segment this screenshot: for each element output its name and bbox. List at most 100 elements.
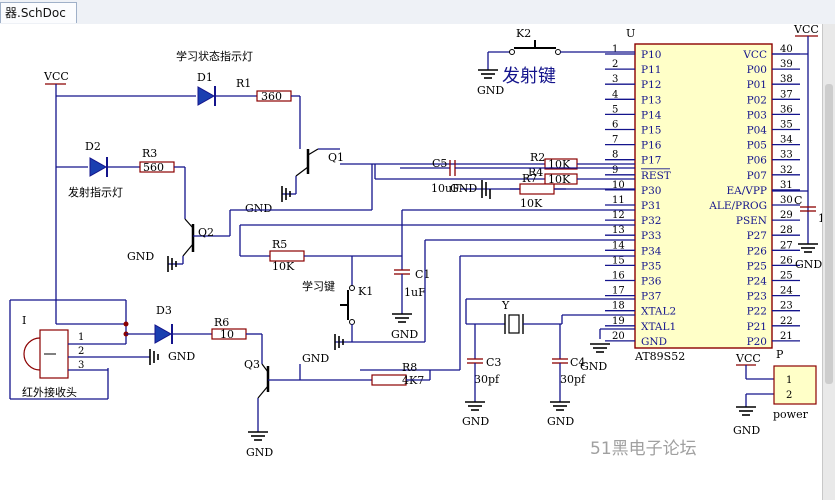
- chip-pin-number: 30: [780, 195, 793, 206]
- power-caption: power: [773, 408, 809, 421]
- gnd-label-c5: GND: [450, 182, 477, 195]
- chip-pin-number: 36: [780, 104, 793, 115]
- ir-caption: 红外接收头: [22, 385, 77, 399]
- chip-pin-number: 8: [612, 150, 618, 161]
- gnd-label-k2: GND: [477, 84, 504, 97]
- chip-pin-name: P17: [641, 155, 661, 167]
- chip-pin-name: P30: [641, 185, 661, 197]
- c4-ref: C4: [570, 356, 585, 369]
- chip-pin-name: P31: [641, 200, 661, 212]
- send-key-caption: 发射键: [502, 66, 556, 87]
- gnd-label-c4: GND: [547, 415, 574, 428]
- chip-pin-name: P14: [641, 109, 662, 121]
- chip-pin-number: 34: [780, 135, 793, 146]
- chip-pin-name: GND: [641, 336, 667, 348]
- chip-pin-name: EA/VPP: [727, 185, 768, 197]
- chip-pin-name: P05: [747, 140, 767, 152]
- chip-pin-number: 23: [780, 301, 793, 312]
- r2-ref: R2: [530, 151, 545, 164]
- learn-key-caption: 学习键: [302, 279, 335, 293]
- crystal-ref: Y: [501, 299, 510, 312]
- watermark: 51黑电子论坛: [590, 439, 697, 459]
- learn-key-switch: K1 学习键 GND: [302, 279, 373, 365]
- chip-pin-number: 25: [780, 271, 793, 282]
- chip-pin-name: XTAL1: [641, 321, 676, 333]
- chip-pin-name: P00: [747, 64, 767, 76]
- chip-pin-name: P36: [641, 276, 662, 288]
- c3-value: 30pf: [474, 373, 500, 386]
- r6-value: 10: [220, 328, 234, 341]
- r8-ref: R8: [402, 361, 417, 374]
- r1-ref: R1: [236, 77, 251, 90]
- gnd-label-q3: GND: [246, 446, 273, 459]
- chip-pin-number: 32: [780, 165, 793, 176]
- vcc-label-left: VCC: [43, 70, 69, 83]
- chip-pin-number: 40: [780, 44, 793, 55]
- r4-value: 10K: [548, 173, 571, 186]
- gnd-label-mcu: GND: [580, 360, 607, 373]
- chip-pin-number: 4: [612, 89, 618, 100]
- vcc-left: VCC: [43, 70, 196, 324]
- base-resistors: 10K R2 10K R4: [375, 151, 635, 186]
- gnd-label-q1: GND: [245, 202, 272, 215]
- chip-pin-number: 12: [612, 210, 625, 221]
- chip-pin-number: 17: [612, 286, 625, 297]
- c5-value: 10uF: [431, 182, 460, 195]
- chip-pin-name: XTAL2: [641, 306, 676, 318]
- chip-pin-number: 10: [612, 180, 625, 191]
- d1-ref: D1: [197, 71, 213, 84]
- r5-ref: R5: [272, 238, 287, 251]
- vcc-label-power: VCC: [735, 352, 761, 365]
- chip-pin-number: 27: [780, 240, 793, 251]
- r3-value: 560: [143, 161, 164, 174]
- r1-value: 360: [261, 90, 282, 103]
- scroll-thumb[interactable]: [825, 84, 833, 384]
- chip-pin-name: P02: [747, 94, 767, 106]
- gnd-label-c3: GND: [462, 415, 489, 428]
- power-ref: P: [776, 348, 784, 361]
- q2-ref: Q2: [198, 226, 214, 239]
- gnd-label-c1: GND: [391, 328, 418, 341]
- k2-ref: K2: [516, 27, 531, 40]
- gnd-label-ir: GND: [168, 350, 195, 363]
- ir-receiver-branch: I 1 2 3 红外接收头 GND D3 R6 10 Q3 GND: [9, 299, 431, 459]
- chip-pin-name: P07: [747, 170, 767, 182]
- r7-value: 10K: [520, 197, 543, 210]
- power-pin2: 2: [786, 390, 792, 401]
- chip-pin-name: P33: [641, 230, 661, 242]
- chip-pin-name: P21: [747, 321, 767, 333]
- chip-pin-number: 14: [612, 240, 625, 251]
- chip-pin-name: P23: [747, 291, 767, 303]
- chip-part: AT89S52: [634, 350, 685, 363]
- chip-pin-name: P12: [641, 79, 661, 91]
- chip-pin-number: 31: [780, 180, 793, 191]
- r5-value: 10K: [272, 260, 295, 273]
- chip-pin-name: P10: [641, 49, 661, 61]
- vertical-scrollbar[interactable]: [822, 24, 835, 500]
- chip-pin-number: 16: [612, 271, 625, 282]
- d3-ref: D3: [156, 304, 172, 317]
- chip-pin-name: P37: [641, 291, 661, 303]
- chip-pin-number: 9: [612, 165, 618, 176]
- chip-pin-name: P32: [641, 215, 661, 227]
- c3-ref: C3: [486, 356, 501, 369]
- chip-pin-number: 22: [780, 316, 793, 327]
- ir-pin3: 3: [78, 360, 84, 371]
- chip-ref: U: [626, 27, 635, 40]
- chip-pin-name: P03: [747, 109, 767, 121]
- learn-led-caption: 学习状态指示灯: [176, 49, 253, 63]
- reset-network: C5 10uF GND R7 10K: [374, 157, 635, 210]
- chip-pin-name: P35: [641, 260, 661, 272]
- ir-ref: I: [22, 314, 26, 327]
- vcc-right: VCC C 10 GND: [772, 24, 822, 271]
- document-tab[interactable]: 器.SchDoc: [0, 2, 77, 23]
- send-led-caption: 发射指示灯: [68, 185, 123, 199]
- c5-ref: C5: [432, 157, 447, 170]
- q3-ref: Q3: [244, 358, 260, 371]
- ir-pin2: 2: [78, 346, 84, 357]
- chip-pin-number: 1: [612, 44, 618, 55]
